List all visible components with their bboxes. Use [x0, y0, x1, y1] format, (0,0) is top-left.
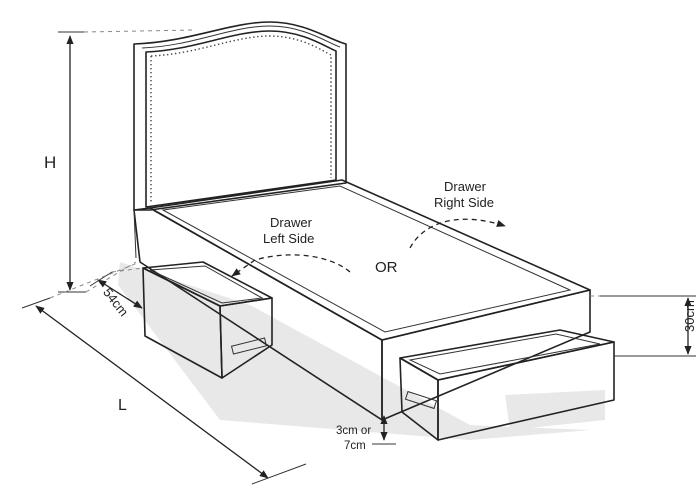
bed-base	[133, 179, 591, 421]
left-drawer-label-line2: Left Side	[263, 231, 314, 246]
length-dimension	[21, 261, 307, 485]
right-drawer-arrow	[409, 218, 506, 249]
depth-dimension	[89, 267, 144, 309]
right-drawer-label-line1: Drawer	[444, 179, 487, 194]
left-drawer-arrow	[231, 254, 351, 277]
right-drawer-handle	[404, 390, 438, 410]
box-height-label: 30cm	[682, 300, 697, 332]
option-arrows	[231, 218, 506, 277]
headboard	[133, 21, 347, 211]
height-label: H	[44, 153, 56, 172]
left-drawer-label-line1: Drawer	[270, 215, 313, 230]
right-drawer-label-line2: Right Side	[434, 195, 494, 210]
height-dimension	[58, 29, 196, 293]
gap-dimension	[372, 415, 396, 445]
right-drawer	[399, 329, 615, 441]
length-label: L	[118, 397, 127, 414]
stud-trim	[150, 35, 332, 203]
gap-label-line1: 3cm or	[336, 425, 371, 437]
box-height-dimension	[590, 295, 696, 357]
gap-label-line2: 7cm	[344, 440, 366, 452]
or-label: OR	[375, 259, 398, 276]
